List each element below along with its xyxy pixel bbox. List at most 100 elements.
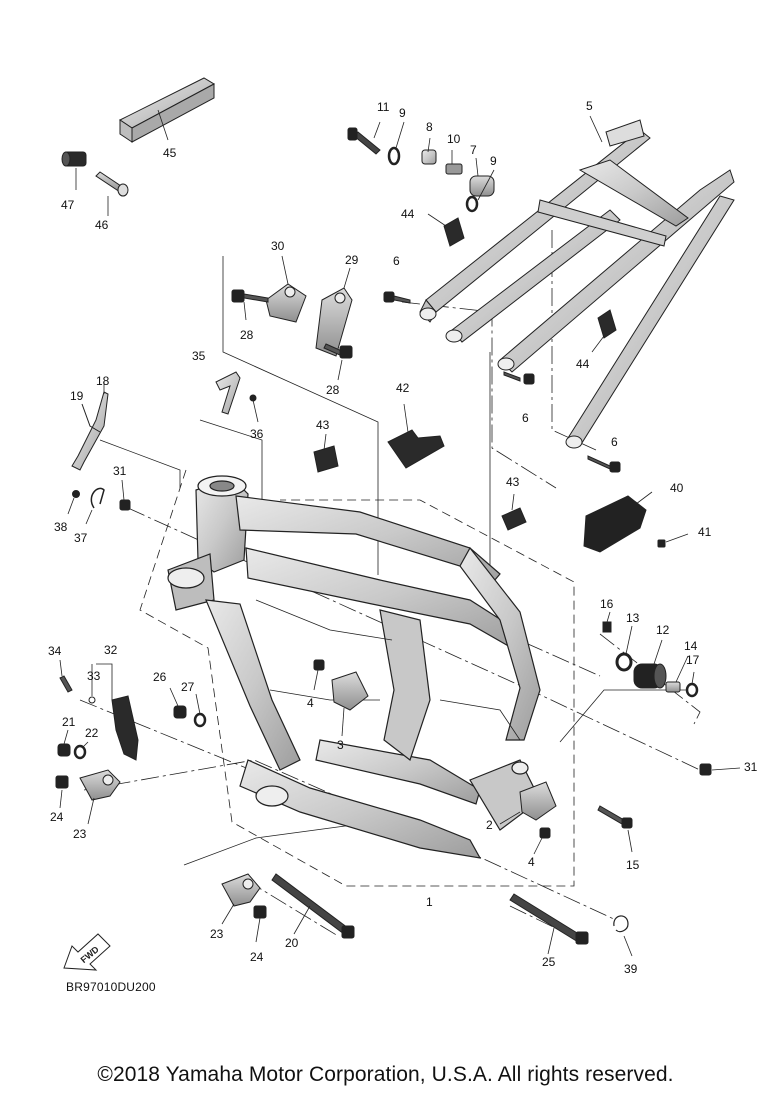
callout-c41: 41	[698, 525, 712, 539]
callout-c40: 40	[670, 481, 684, 495]
part-25-shaft	[509, 893, 589, 955]
subframe-guide-a	[401, 301, 557, 489]
callout-c44a: 44	[401, 207, 415, 221]
frame-dash-outline	[139, 469, 575, 887]
part-15-bolt	[597, 805, 633, 853]
callout-c6c: 6	[611, 435, 618, 449]
part-4-bolt-a	[313, 659, 325, 691]
part-42-guard	[387, 403, 445, 469]
callout-c32: 32	[104, 643, 118, 657]
callout-c31a: 31	[113, 464, 127, 478]
part-28-bolt-b	[323, 343, 353, 381]
part-43-pad-b	[501, 493, 527, 531]
callout-c9a: 9	[399, 106, 406, 120]
callout-c10: 10	[447, 132, 461, 146]
callout-c6b: 6	[522, 411, 529, 425]
callout-c12: 12	[656, 623, 670, 637]
part-46-pin	[95, 171, 129, 216]
part-3-bracket	[331, 671, 369, 737]
diagram-code: BR97010DU200	[66, 980, 156, 994]
callout-c35: 35	[192, 349, 206, 363]
callout-c3: 3	[337, 738, 344, 752]
part-26-nut	[169, 687, 187, 719]
callout-c30: 30	[271, 239, 285, 253]
part-43-pad-a	[313, 433, 339, 473]
copyright-notice: ©2018 Yamaha Motor Corporation, U.S.A. A…	[97, 1063, 674, 1086]
part-18-bracket	[71, 382, 109, 471]
callout-c28a: 28	[240, 328, 254, 342]
part-34-screw	[59, 659, 73, 693]
part-41-screw	[657, 533, 689, 548]
callout-c21: 21	[62, 715, 76, 729]
bottom-guide	[183, 823, 361, 866]
callout-c18: 18	[96, 374, 110, 388]
callout-c29: 29	[345, 253, 359, 267]
part-1-main-frame	[167, 475, 541, 859]
callout-c20: 20	[285, 936, 299, 950]
callout-c42: 42	[396, 381, 410, 395]
part-27-washer	[193, 693, 207, 728]
part-44-clamp-upper	[427, 213, 465, 247]
callout-c36: 36	[250, 427, 264, 441]
shaft-guide	[245, 879, 339, 937]
part-21-nut	[57, 729, 71, 757]
part-31-bolt-b	[699, 763, 741, 776]
callout-c24a: 24	[50, 810, 64, 824]
callout-c45: 45	[163, 146, 177, 160]
subframe-guide-left	[222, 256, 379, 575]
callout-c31b: 31	[744, 760, 758, 774]
callout-c8: 8	[426, 120, 433, 134]
part-33-washer	[88, 696, 96, 704]
callout-c28b: 28	[326, 383, 340, 397]
callout-c11: 11	[377, 100, 390, 114]
callout-c23a: 23	[73, 827, 87, 841]
part-29-link	[315, 267, 353, 357]
part-32-guide	[91, 663, 139, 761]
part-6-bolt-b	[503, 371, 535, 385]
callout-c9b: 9	[490, 154, 497, 168]
callout-c14: 14	[684, 639, 698, 653]
part-6-bolt-c	[587, 455, 621, 473]
part-24-bolt-b	[253, 905, 267, 943]
callout-c27: 27	[181, 680, 195, 694]
callout-c2: 2	[486, 818, 493, 832]
part-47-cap	[61, 151, 87, 190]
fwd-arrow-icon: FWD	[63, 933, 111, 971]
right-bracket-guide	[559, 689, 694, 743]
part-19-clip	[81, 403, 101, 433]
callout-c16: 16	[600, 597, 614, 611]
part-45-channel	[119, 77, 216, 143]
part-40-cover	[583, 491, 653, 553]
callout-c7: 7	[470, 143, 477, 157]
part-36-screw	[249, 394, 259, 423]
callout-c13: 13	[626, 611, 640, 625]
part-30-link	[265, 255, 307, 323]
bearing-stack	[602, 611, 699, 698]
callout-c43b: 43	[506, 475, 520, 489]
part-20-shaft	[271, 873, 355, 939]
pivot-guide	[83, 759, 346, 801]
engine-mount-guide	[199, 419, 263, 520]
callout-c6a: 6	[393, 254, 400, 268]
bearing-guide	[599, 633, 701, 725]
part-38-screw	[67, 490, 80, 515]
callout-c43a: 43	[316, 418, 330, 432]
part-39-clip	[613, 915, 633, 957]
callout-c33: 33	[87, 669, 101, 683]
callout-c4a: 4	[307, 696, 314, 710]
callout-c22: 22	[85, 726, 99, 740]
part-5-subframe	[419, 115, 735, 449]
callout-c37: 37	[74, 531, 88, 545]
callout-c19: 19	[70, 389, 84, 403]
part-44-clamp-lower	[591, 309, 617, 353]
callout-c44b: 44	[576, 357, 590, 371]
part-37-clip	[85, 487, 105, 525]
callout-c38: 38	[54, 520, 68, 534]
frame-exploded-diagram: FWD 119810795454746443029628284435426181…	[48, 77, 758, 976]
part-31-bolt-a	[119, 479, 131, 511]
callout-c15: 15	[626, 858, 640, 872]
callout-c25: 25	[542, 955, 556, 969]
callout-c24b: 24	[250, 950, 264, 964]
part-23-mount-a	[79, 769, 121, 825]
